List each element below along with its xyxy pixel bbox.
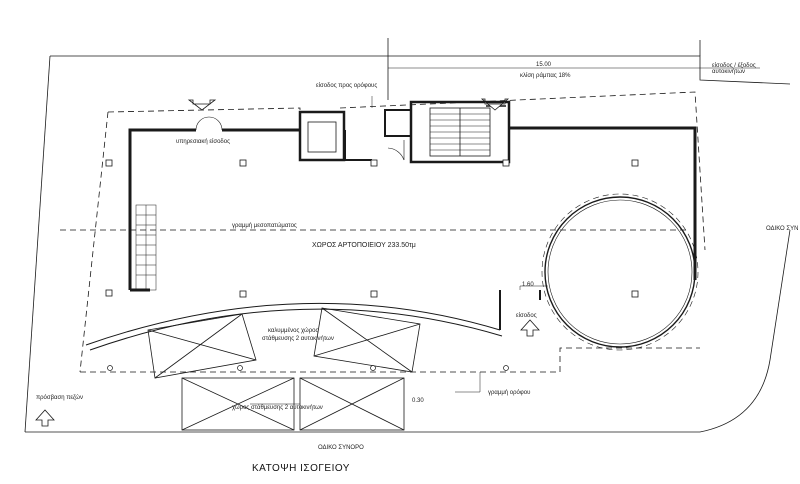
label-service-entrance: υπηρεσιακή είσοδος	[176, 139, 230, 145]
curved-facade	[85, 302, 503, 351]
columns	[105, 159, 639, 298]
label-roof-line: γραμμή ορόφου	[488, 390, 531, 396]
label-stair-dimension: 0.30	[412, 398, 424, 404]
label-bakery-space: ΧΩΡΟΣ ΑΡΤΟΠΟΙΕΙΟΥ 233.50τμ	[312, 242, 416, 249]
up-arrow-outline-icon	[480, 98, 510, 111]
label-parking-upper: στάθμευσης 2 αυτοκινήτων	[262, 336, 334, 342]
left-staircase	[135, 204, 157, 291]
up-arrow-outline-icon	[520, 319, 540, 337]
label-pedestrian-access: πρόσβαση πεζών	[36, 395, 83, 401]
label-ramp-slope: κλίση ράμπας 18%	[520, 73, 571, 79]
parking-bays-lower	[181, 377, 405, 431]
label-mezzanine-line: γραμμή μεσοπατώματος	[232, 223, 297, 229]
label-ramp-dimension: 15.00	[536, 62, 552, 68]
label-vehicle-ramp: είσοδος / έξοδος αυτοκινήτων	[712, 63, 756, 75]
label-road-boundary-bottom: ΟΔΙΚΟ ΣΥΝΟΡΟ	[318, 445, 364, 451]
label-covered-space: καλυμμένος χώρος	[268, 328, 319, 334]
circular-structure	[541, 193, 699, 351]
leader-lines	[250, 96, 548, 405]
up-arrow-outline-icon	[35, 409, 55, 427]
label-circle-dimension: 1.60	[522, 282, 534, 288]
marker-circles	[107, 365, 509, 371]
label-road-boundary-right: ΟΔΙΚΟ ΣΥΝ	[766, 226, 799, 232]
drawing-title: ΚΑΤΟΨΗ ΙΣΟΓΕΙΟΥ	[252, 463, 350, 474]
service-entrance-door	[195, 116, 223, 131]
stair-core	[298, 100, 511, 164]
label-parking-lower: χώρος στάθμευσης 2 αυτοκινήτων	[232, 405, 323, 411]
building-walls	[128, 126, 697, 330]
parking-bays-upper	[147, 307, 421, 379]
label-entrance-top: είσοδος προς ορόφους	[316, 83, 378, 89]
label-entrance-right: είσοδος	[516, 313, 537, 319]
up-arrow-outline-icon	[187, 99, 217, 111]
